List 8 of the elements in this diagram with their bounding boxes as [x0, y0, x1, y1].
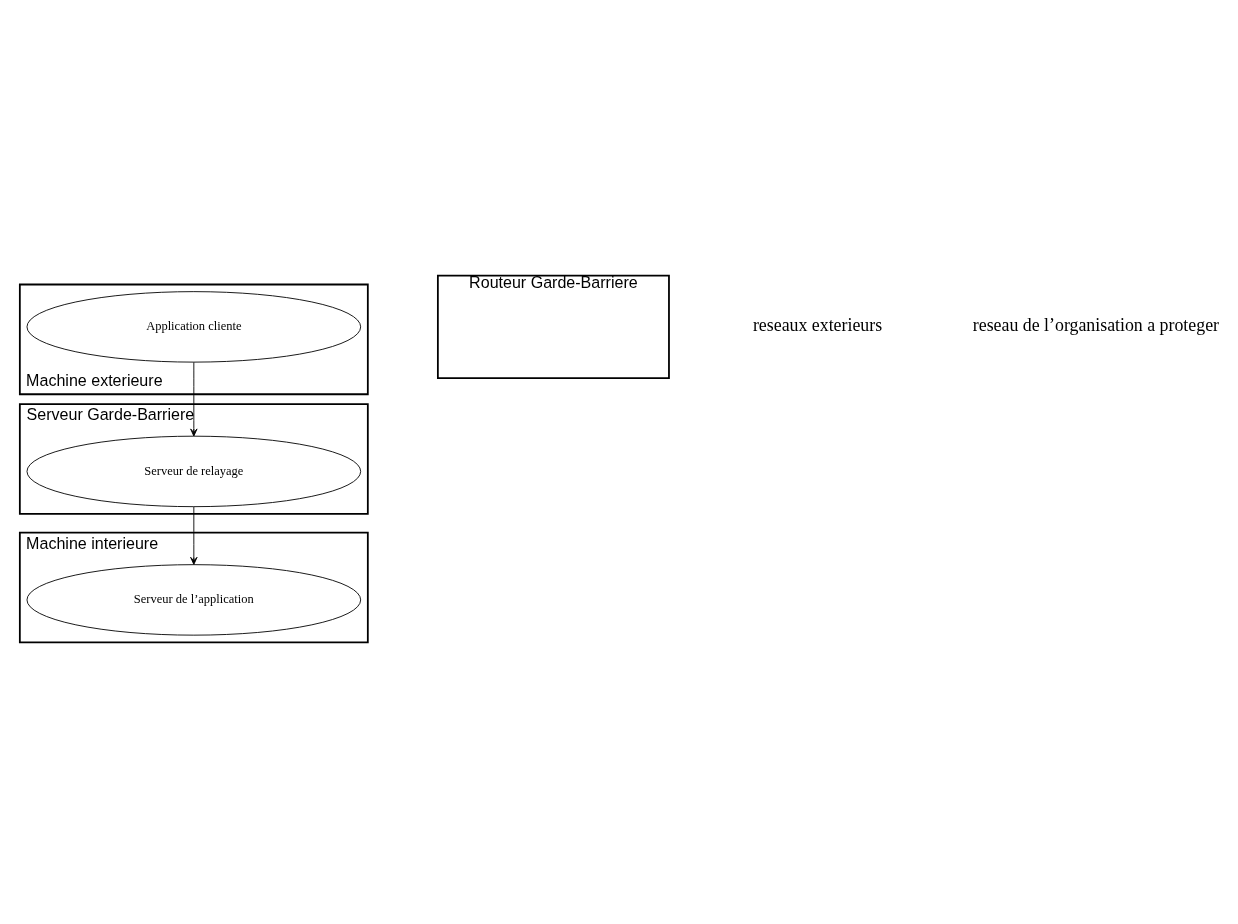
node-ellipse: Serveur de relayage	[26, 435, 362, 507]
label: reseau de l’organisation a proteger	[972, 314, 1220, 335]
node-ellipse: Application cliente	[26, 290, 362, 363]
label: reseaux exterieurs	[752, 314, 883, 335]
arrow	[190, 361, 198, 436]
node-ellipse: Serveur de l’application	[26, 563, 362, 636]
node-box: Routeur Garde-Barriere	[437, 274, 670, 379]
arrow	[190, 506, 198, 565]
